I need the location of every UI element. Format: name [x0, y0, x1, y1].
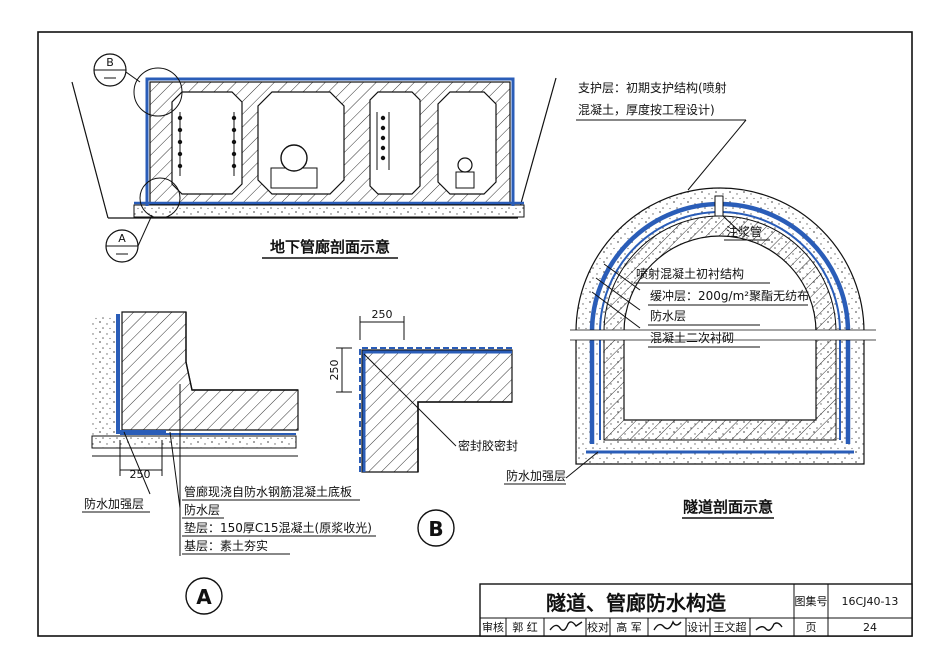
detail-b-marker: B — [428, 517, 443, 541]
detail-a-reinforce: 防水加强层 — [84, 496, 144, 511]
tunnel-reinforce-label: 防水加强层 — [506, 468, 566, 483]
support-label-1: 支护层：初期支护结构(喷射 — [578, 80, 727, 95]
page-number: 24 — [863, 621, 877, 634]
tunnel-section: 注浆管 支护层：初期支护结构(喷射 混凝土，厚度按工程设计) 喷射混凝土初衬结构… — [504, 80, 880, 519]
page-label: 页 — [806, 621, 817, 634]
detail-b-callout — [133, 67, 183, 117]
detail-a-label-1: 管廊现浇自防水钢筋混凝土底板 — [184, 484, 352, 499]
detail-b: 250 250 密封胶密封 B — [328, 308, 518, 547]
atlas-number: 16CJ40-13 — [842, 595, 899, 608]
layer-2-label: 缓冲层：200g/m²聚酯无纺布 — [650, 288, 809, 303]
corridor-marker-a: A — [118, 232, 126, 245]
grout-pipe-label: 注浆管 — [726, 224, 762, 239]
support-label-2: 混凝土，厚度按工程设计) — [578, 102, 715, 117]
corridor-title: 地下管廊剖面示意 — [270, 238, 390, 256]
detail-a-label-4: 基层：素土夯实 — [184, 538, 268, 553]
detail-b-sealant: 密封胶密封 — [458, 438, 518, 453]
reviewer-signature — [549, 621, 583, 631]
corridor-section: B A 地下管廊剖面示意 — [71, 53, 557, 263]
detail-a-label-3: 垫层：150厚C15混凝土(原浆收光) — [184, 520, 372, 535]
corridor-marker-b: B — [106, 56, 114, 69]
sheet-frame — [37, 31, 913, 637]
detail-a-marker: A — [196, 585, 212, 609]
tunnel-title: 隧道剖面示意 — [683, 498, 773, 516]
layer-4-label: 混凝土二次衬砌 — [650, 330, 734, 345]
checker-signature — [653, 620, 682, 631]
layer-3-label: 防水层 — [650, 308, 686, 323]
title-block: 隧道、管廊防水构造 图集号 16CJ40-13 页 24 审核 郭 红 校对 高… — [479, 583, 913, 637]
layer-1-label: 喷射混凝土初衬结构 — [636, 266, 744, 281]
detail-a: 250 防水加强层 管廊现浇自防水钢筋混凝土底板 防水层 垫层：150厚C15混… — [82, 311, 376, 615]
detail-b-dim-h: 250 — [372, 308, 393, 321]
sheet-title: 隧道、管廊防水构造 — [546, 591, 727, 615]
atlas-label: 图集号 — [795, 594, 828, 608]
designer-signature — [755, 622, 783, 631]
review-label: 审核 — [482, 620, 504, 634]
detail-a-dim: 250 — [130, 468, 151, 481]
design-label: 设计 — [687, 621, 709, 634]
reviewer-name: 郭 红 — [512, 621, 538, 634]
checker-name: 高 军 — [616, 620, 642, 634]
detail-a-callout — [139, 177, 181, 219]
designer-name: 王文超 — [714, 620, 747, 634]
detail-a-label-2: 防水层 — [184, 502, 220, 517]
check-label: 校对 — [587, 620, 609, 634]
detail-b-dim-v: 250 — [328, 360, 341, 381]
